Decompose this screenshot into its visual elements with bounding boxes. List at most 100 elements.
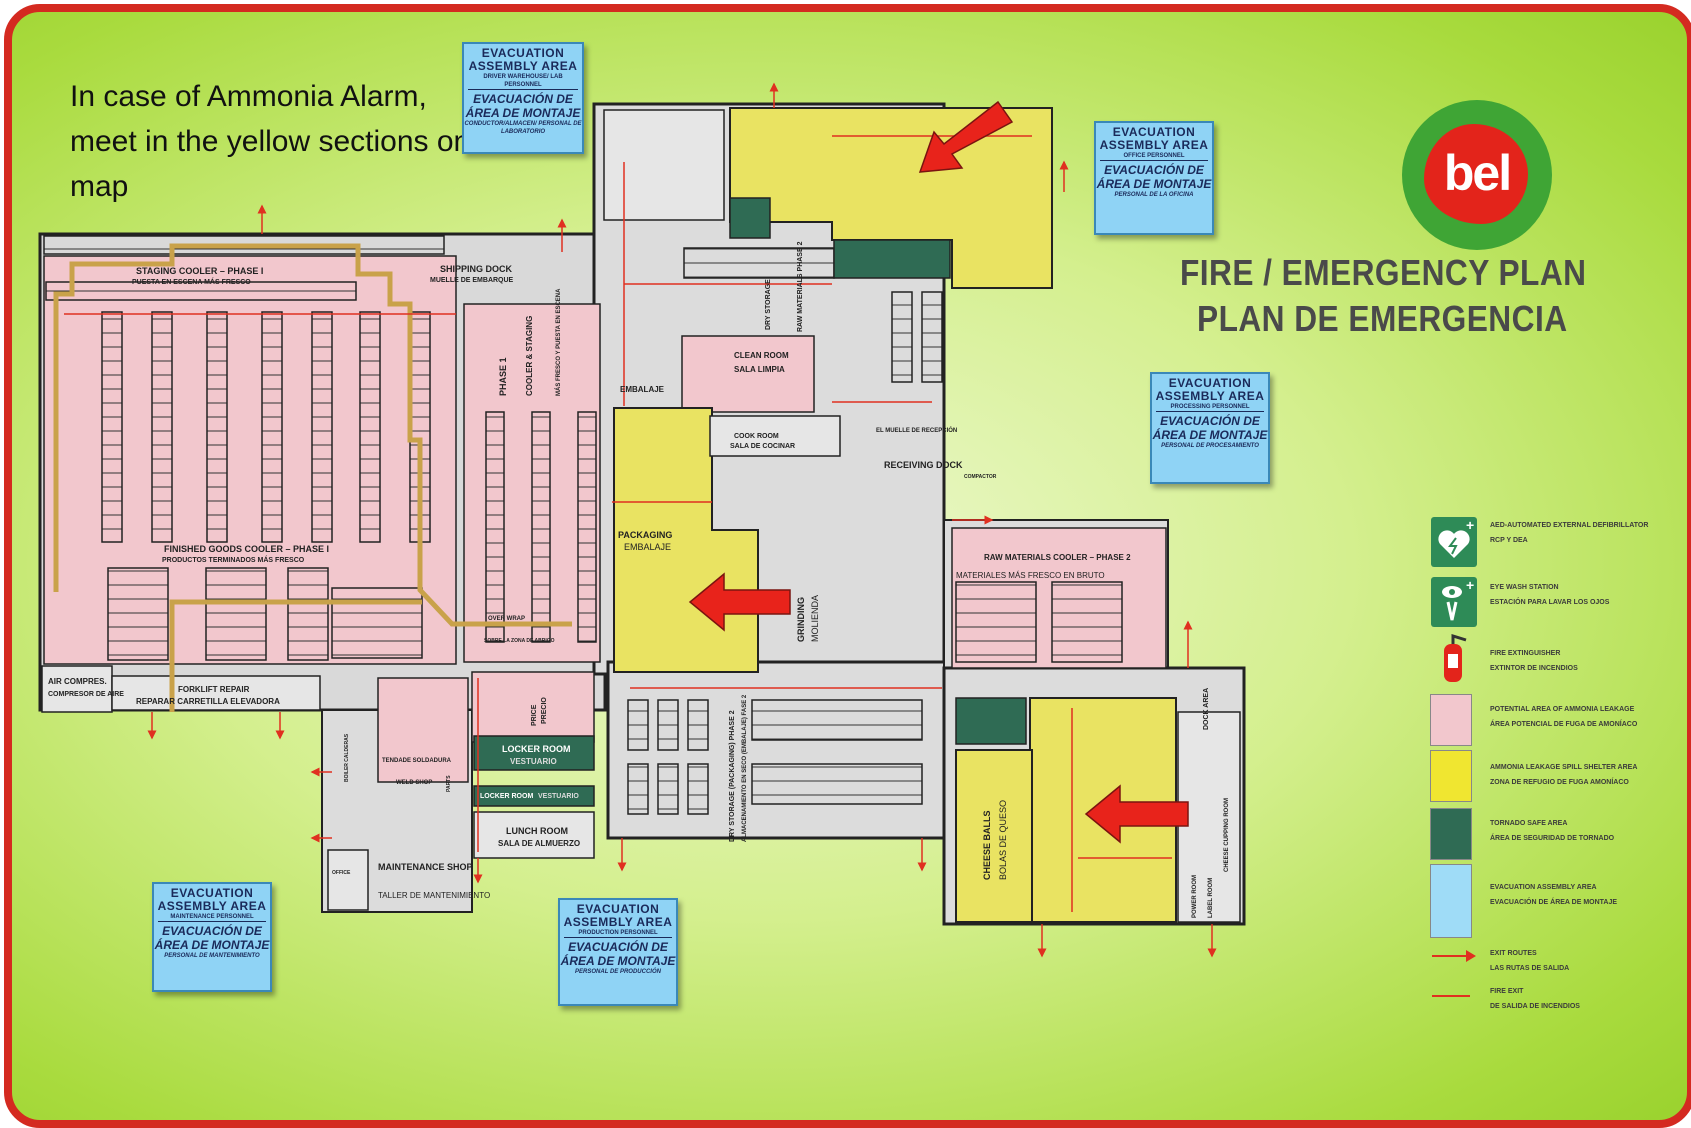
label-locker-es: VESTUARIO — [510, 757, 557, 766]
label-weld: WELD SHOP — [396, 780, 432, 786]
direction-arrows — [688, 100, 1189, 844]
evac-title: EVACUATION ASSEMBLY AREA — [1099, 125, 1209, 152]
evac-title-es: EVACUACIÓN DE ÁREA DE MONTAJE — [560, 940, 676, 968]
exit-route-arrow — [1432, 950, 1476, 962]
label-staging-es: PUESTA EN ESCENA MÁS FRESCO — [132, 277, 251, 286]
legend-fire-exit-en: FIRE EXIT — [1490, 988, 1524, 995]
label-raw-es: MATERIALES MÁS FRESCO EN BRUTO — [956, 571, 1105, 580]
fire-exit-line — [1432, 995, 1470, 997]
legend-aed: AED-AUTOMATED EXTERNAL DEFIBRILLATOR RCP … — [1490, 518, 1680, 548]
label-locker: LOCKER ROOM — [502, 744, 571, 754]
storage-racks — [43, 235, 1123, 815]
evac-title: EVACUATION ASSEMBLY AREA — [563, 902, 673, 929]
legend-tornado: TORNADO SAFE AREA ÁREA DE SEGURIDAD DE TO… — [1490, 816, 1680, 846]
legend-shelter: AMMONIA LEAKAGE SPILL SHELTER AREA ZONA D… — [1490, 760, 1680, 790]
title-english: FIRE / EMERGENCY PLAN — [1180, 252, 1587, 293]
bel-logo: bel — [1402, 100, 1552, 250]
legend-tornado-en: TORNADO SAFE AREA — [1490, 820, 1568, 827]
emergency-plan-poster: In case of Ammonia Alarm, meet in the ye… — [4, 4, 1691, 1128]
ammonia-route-2 — [169, 599, 422, 712]
evac-title: EVACUATION ASSEMBLY AREA — [468, 46, 578, 73]
evac-title: EVACUATION ASSEMBLY AREA — [1155, 376, 1265, 403]
label-packaging-es: EMBALAJE — [624, 542, 671, 552]
label-dock: DOCK AREA — [1203, 688, 1210, 730]
legend-extinguisher-en: FIRE EXTINGUISHER — [1490, 650, 1561, 657]
label-embalaje: EMBALAJE — [620, 385, 665, 394]
label-dry2-es: ALMACENAMIENTO EN SECO (EMBALAJE) FASE 2 — [742, 694, 748, 842]
label-cheese-es: BOLAS DE QUESO — [998, 800, 1008, 880]
legend-ammonia: POTENTIAL AREA OF AMMONIA LEAKAGE ÁREA PO… — [1490, 702, 1680, 732]
green-swatch — [1430, 808, 1472, 860]
evac-personnel-es: CONDUCTOR/ALMACEN/ PERSONAL DE LABORATOR… — [464, 121, 582, 135]
label-clean-es: SALA LIMPIA — [734, 365, 785, 374]
tornado-safe-areas — [473, 197, 1027, 807]
evac-personnel: PROCESSING PERSONNEL — [1156, 403, 1264, 412]
label-weld-es: TENDADE SOLDADURA — [382, 758, 452, 764]
legend-exit-routes-en: EXIT ROUTES — [1490, 950, 1537, 957]
label-boiler: BOILER CALDERAS — [344, 733, 350, 782]
label-office: OFFICE — [332, 870, 351, 876]
legend-exit-routes-es: LAS RUTAS DE SALIDA — [1490, 965, 1570, 972]
label-lunch-es: SALA DE ALMUERZO — [498, 839, 580, 848]
evacuation-area-office: EVACUATION ASSEMBLY AREA OFFICE PERSONNE… — [1094, 121, 1214, 235]
pink-swatch — [1430, 694, 1472, 746]
logo-text: bel — [1443, 145, 1512, 201]
label-maint-es: TALLER DE MANTENIMIENTO — [378, 891, 490, 900]
label-label: LABEL ROOM — [1208, 878, 1214, 918]
svg-text:+: + — [1466, 577, 1474, 593]
yellow-swatch — [1430, 750, 1472, 802]
label-finished-es: PRODUCTOS TERMINADOS MÁS FRESCO — [162, 555, 305, 564]
label-clean: CLEAN ROOM — [734, 351, 789, 360]
label-finished: FINISHED GOODS COOLER – PHASE I — [164, 544, 329, 554]
label-compactor: COMPACTOR — [964, 474, 997, 480]
evac-personnel-es: PERSONAL DE MANTENIMIENTO — [164, 953, 260, 959]
svg-text:+: + — [1466, 517, 1474, 533]
legend-evac-en: EVACUATION ASSEMBLY AREA — [1490, 884, 1597, 891]
legend-tornado-es: ÁREA DE SEGURIDAD DE TORNADO — [1490, 835, 1615, 842]
label-grinding: GRINDING — [796, 597, 806, 642]
evac-personnel-es: PERSONAL DE LA OFICINA — [1114, 192, 1194, 198]
legend-shelter-es: ZONA DE REFUGIO DE FUGA AMONÍACO — [1490, 779, 1629, 786]
legend-exit-routes: EXIT ROUTES LAS RUTAS DE SALIDA — [1490, 946, 1680, 976]
legend-eyewash-es: ESTACIÓN PARA LAVAR LOS OJOS — [1490, 599, 1610, 606]
legend-ammonia-es: ÁREA POTENCIAL DE FUGA DE AMONÍACO — [1490, 721, 1638, 728]
evac-title: EVACUATION ASSEMBLY AREA — [157, 886, 267, 913]
arrow-packaging — [688, 572, 791, 632]
evac-personnel: MAINTENANCE PERSONNEL — [158, 913, 266, 922]
label-packaging: PACKAGING — [618, 530, 672, 540]
label-cooler-staging: COOLER & STAGING — [525, 316, 534, 396]
aed-icon: + — [1431, 517, 1477, 567]
label-receiving: RECEIVING DOCK — [884, 460, 963, 470]
label-locker2-es: VESTUARIO — [538, 793, 579, 800]
legend-aed-en: AED-AUTOMATED EXTERNAL DEFIBRILLATOR — [1490, 522, 1649, 529]
evacuation-area-lab: EVACUATION ASSEMBLY AREA DRIVER WAREHOUS… — [462, 42, 584, 154]
ammonia-alarm-note: In case of Ammonia Alarm, meet in the ye… — [70, 80, 471, 203]
label-cheese-cup: CHEESE CUPPING ROOM — [1224, 798, 1230, 872]
evac-title-es: EVACUACIÓN DE ÁREA DE MONTAJE — [465, 92, 581, 120]
label-price: PRICE — [531, 704, 538, 726]
evacuation-area-maintenance: EVACUATION ASSEMBLY AREA MAINTENANCE PER… — [152, 882, 272, 992]
evac-title-es: EVACUACIÓN DE ÁREA DE MONTAJE — [1096, 163, 1212, 191]
evacuation-area-production: EVACUATION ASSEMBLY AREA PRODUCTION PERS… — [558, 898, 678, 1006]
label-cook-es: SALA DE COCINAR — [730, 443, 795, 450]
evac-personnel: PRODUCTION PERSONNEL — [564, 929, 672, 938]
legend-shelter-en: AMMONIA LEAKAGE SPILL SHELTER AREA — [1490, 764, 1638, 771]
label-cheese: CHEESE BALLS — [982, 810, 992, 880]
title-spanish: PLAN DE EMERGENCIA — [1197, 298, 1568, 339]
blue-swatch — [1430, 864, 1472, 938]
label-cooler-staging-es: MÁS FRESCO Y PUESTA EN ESCENA — [555, 288, 562, 396]
evac-title-es: EVACUACIÓN DE ÁREA DE MONTAJE — [154, 924, 270, 952]
label-price-es: PRECIO — [541, 697, 548, 724]
eye-wash-icon: + — [1431, 577, 1477, 627]
fire-extinguisher-icon — [1444, 633, 1467, 682]
evac-personnel: OFFICE PERSONNEL — [1100, 152, 1208, 161]
logo-cow-shape — [1424, 124, 1528, 224]
label-lunch: LUNCH ROOM — [506, 826, 568, 836]
legend-aed-es: RCP Y DEA — [1490, 537, 1528, 544]
label-raw: RAW MATERIALS COOLER – PHASE 2 — [984, 553, 1131, 562]
legend-ammonia-en: POTENTIAL AREA OF AMMONIA LEAKAGE — [1490, 706, 1635, 713]
label-phase1: PHASE 1 — [498, 357, 508, 396]
